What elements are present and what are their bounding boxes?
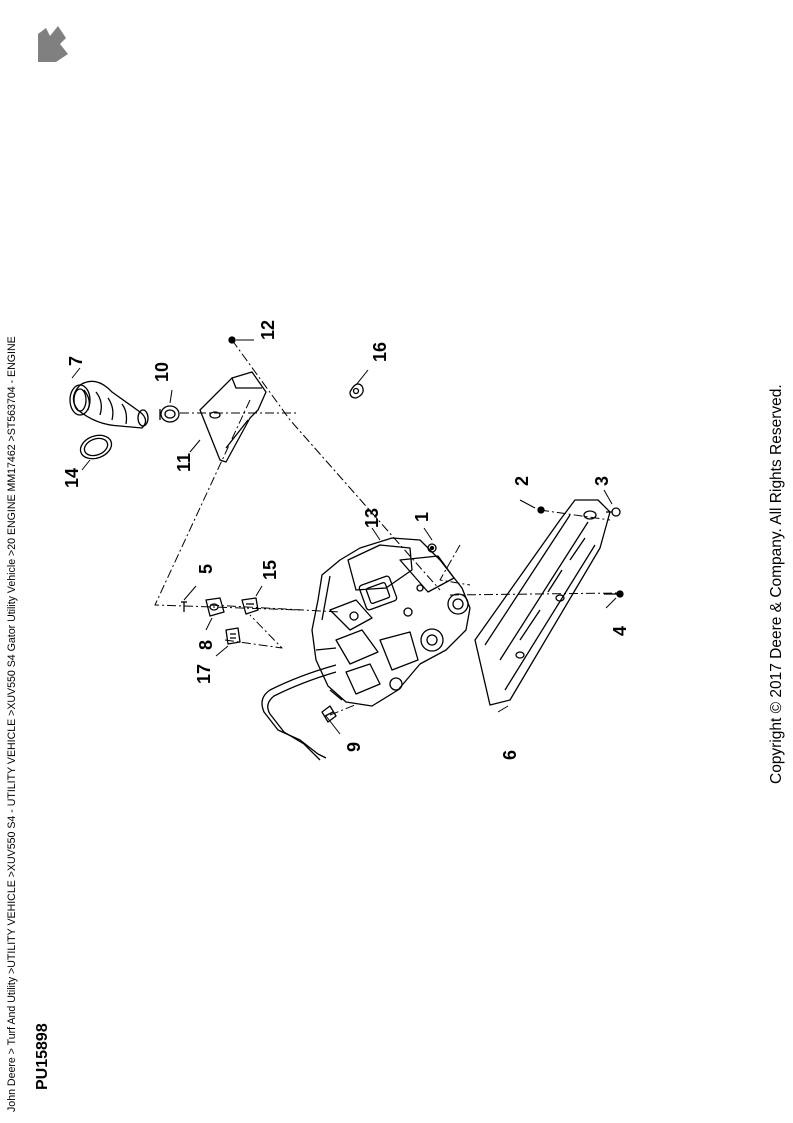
hose-clamp-part: [79, 434, 113, 460]
bolt-part-5: [181, 601, 187, 612]
callout-7: 7: [66, 356, 86, 366]
engine-assembly-part: [261, 537, 471, 761]
clip-part: [349, 383, 364, 399]
callout-16: 16: [370, 342, 390, 362]
callout-10: 10: [152, 362, 172, 382]
callout-17: 17: [194, 664, 214, 684]
grommet-part: [159, 405, 180, 423]
callout-13: 13: [362, 508, 382, 528]
skid-plate-part: [474, 499, 611, 706]
callout-3: 3: [592, 476, 612, 486]
callout-9: 9: [344, 742, 364, 752]
nut-part-2: [537, 506, 545, 514]
callout-1: 1: [412, 512, 432, 522]
spark-plug-cap-part: [321, 705, 337, 723]
callout-6: 6: [500, 750, 520, 760]
bolt-part-3: [606, 507, 621, 517]
bolt-part-4: [604, 590, 624, 598]
callout-8: 8: [196, 640, 216, 650]
heat-shield-part: [199, 371, 267, 463]
nut-part-1: [427, 543, 437, 553]
callout-2: 2: [512, 476, 532, 486]
callout-14: 14: [62, 468, 82, 488]
callout-12: 12: [258, 320, 278, 340]
intake-hose-part: [69, 380, 149, 429]
callout-5: 5: [196, 564, 216, 574]
screw-part-12: [228, 336, 236, 344]
callout-4: 4: [610, 626, 630, 636]
deer-logo-icon: [38, 26, 68, 62]
callout-11: 11: [174, 453, 194, 472]
callout-15: 15: [260, 560, 280, 580]
fitting-part-8: [205, 597, 225, 617]
bracket-part-15: [241, 597, 259, 615]
connector-part-17: [225, 627, 241, 645]
